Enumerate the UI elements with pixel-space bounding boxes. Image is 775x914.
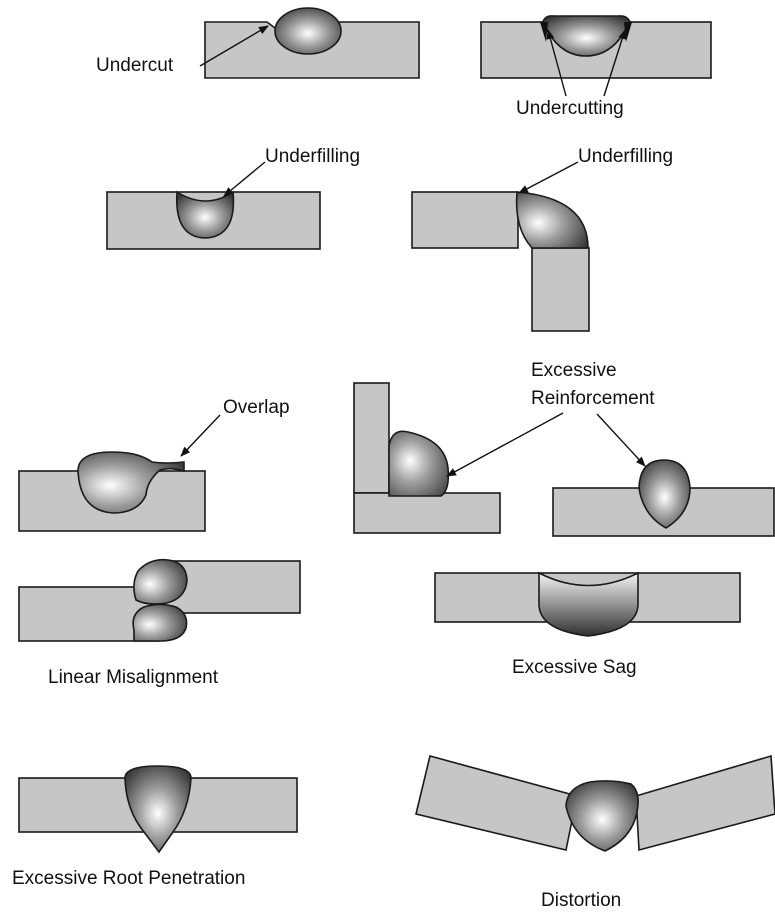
- linear-misalignment-label: Linear Misalignment: [48, 667, 219, 688]
- underfilling-arrow: [518, 161, 579, 194]
- distortion-label: Distortion: [541, 890, 621, 911]
- undercutting-arrow-right: [603, 29, 627, 97]
- excessive-root-penetration-label: Excessive Root Penetration: [12, 868, 245, 889]
- underfilling-label: Underfilling: [578, 146, 673, 167]
- underfilling-label: Underfilling: [265, 146, 360, 167]
- horizontal-plate: [411, 191, 519, 249]
- weld-bead: [542, 15, 631, 57]
- weld-bead: [274, 7, 342, 55]
- overlap-arrow: [180, 414, 221, 457]
- lower-weld-bead: [132, 603, 188, 642]
- excessive-reinforcement-label-line2: Reinforcement: [531, 388, 655, 409]
- weld-bead: [175, 190, 235, 239]
- reinforcement-arrow-butt: [596, 413, 646, 467]
- overlap-label: Overlap: [223, 397, 290, 418]
- undercutting-figure: Undercutting: [480, 15, 712, 119]
- upper-weld-bead: [133, 558, 188, 605]
- fillet-weld-bead: [388, 430, 450, 497]
- linear-misalignment-figure: Linear Misalignment: [18, 558, 301, 688]
- distortion-figure: Distortion: [415, 754, 775, 911]
- overlap-figure: Overlap: [18, 397, 290, 532]
- underfilling-arrow: [223, 161, 266, 197]
- excessive-reinforcement-label-line1: Excessive: [531, 360, 617, 381]
- underfilling-corner-figure: Underfilling: [411, 146, 673, 332]
- excessive-root-penetration-figure: Excessive Root Penetration: [12, 765, 298, 889]
- reinforcement-arrow-fillet: [446, 412, 564, 477]
- weld-bead: [124, 765, 192, 854]
- undercut-figure: Undercut: [96, 7, 420, 79]
- excessive-reinforcement-figure: Excessive Reinforcement: [353, 360, 775, 537]
- weld-bead: [538, 571, 639, 637]
- horizontal-plate: [353, 492, 501, 534]
- excessive-sag-figure: Excessive Sag: [434, 571, 741, 678]
- weld-bead: [515, 191, 589, 249]
- weld-bead: [77, 451, 185, 514]
- butt-weld-bead: [638, 459, 691, 529]
- vertical-plate: [531, 247, 590, 332]
- undercut-arrow: [199, 25, 269, 67]
- weld-bead: [565, 780, 639, 852]
- excessive-sag-label: Excessive Sag: [512, 657, 637, 678]
- undercutting-arrow-left: [546, 29, 567, 97]
- underfilling-butt-figure: Underfilling: [106, 146, 360, 250]
- right-plate: [635, 754, 775, 852]
- left-plate: [415, 755, 578, 851]
- vertical-plate: [353, 382, 390, 494]
- undercut-notch-left: [540, 22, 548, 42]
- undercutting-label: Undercutting: [516, 98, 624, 119]
- undercut-label: Undercut: [96, 55, 174, 76]
